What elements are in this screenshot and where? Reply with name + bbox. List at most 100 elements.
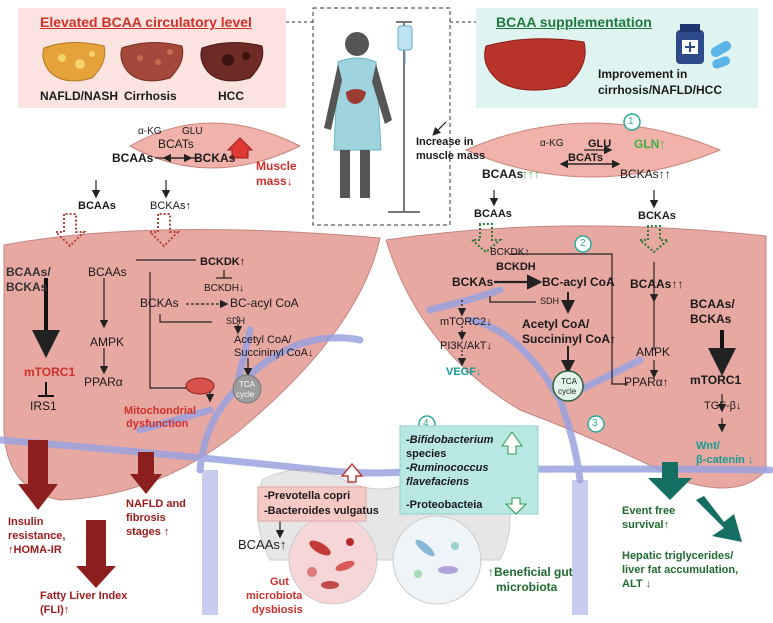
badge-1: 1: [628, 116, 634, 127]
left-muscle-shape: [128, 122, 302, 169]
event-free-label: Event free: [622, 505, 676, 517]
nafld-label-3: stages ↑: [126, 526, 170, 538]
liver-label-cirrhosis: Cirrhosis: [124, 89, 177, 103]
right-liver-arrows: [457, 253, 727, 433]
right-tca-cycle-icon: [552, 370, 584, 402]
left-tca-cycle-icon: [232, 374, 262, 404]
right-akg-label: α-KG: [540, 138, 564, 149]
left-liver-arrows: [99, 259, 253, 403]
right-bckdk: BCKDK↑: [490, 247, 530, 258]
muscle-mass-label-2: mass↓: [256, 174, 293, 188]
proteobacteia-label: -Proteobacteia: [406, 499, 483, 511]
left-liver-bckas: BCKAs: [140, 296, 179, 310]
hepatic-label-3: ALT ↓: [622, 578, 652, 590]
bifido-up-arrow-icon: [501, 431, 523, 455]
ruminococcus-label: -Ruminococcus: [406, 462, 489, 474]
right-succinyl: Succininyl CoA↑: [522, 332, 617, 346]
right-bc-acyl: BC-acyl CoA: [542, 275, 615, 289]
right-ampk: AMPK: [636, 345, 671, 359]
liver-label-hcc: HCC: [218, 89, 244, 103]
liver-hcc-icon: [200, 42, 264, 82]
right-gln-label: GLN↑: [634, 137, 666, 151]
gut-dysbiosis-label-2: microbiota: [246, 590, 303, 602]
right-mtorc2: mTORC2↓: [440, 316, 492, 328]
right-mtorc1: mTORC1: [690, 373, 742, 387]
right-muscle-arrows: [489, 145, 659, 209]
hepatic-label-2: liver fat accumulation,: [622, 564, 739, 576]
left-header-title: Elevated BCAA circulatory level: [40, 14, 252, 30]
iv-stand-icon: [388, 21, 420, 213]
right-pi3k: PI3K/AkT↓: [440, 340, 492, 352]
right-wnt: Wnt/: [696, 440, 720, 452]
insulin-label-2: resistance,: [8, 530, 66, 542]
insulin-label: Insulin: [8, 516, 44, 528]
right-acetyl: Acetyl CoA/: [522, 317, 590, 331]
muscle-mass-label: Muscle: [256, 159, 297, 173]
right-tca-label-2: cycle: [558, 387, 577, 396]
healthy-liver-icon: [484, 38, 586, 91]
improvement-label-2: cirrhosis/NAFLD/HCC: [598, 83, 723, 97]
insulin-outcome-arrow: [18, 440, 58, 510]
left-tca-label: TCA: [239, 380, 255, 389]
hepatic-outcome-arrow: [696, 496, 742, 542]
right-wnt-2: β-catenin ↓: [696, 454, 754, 466]
fli-label-2: (FLI)↑: [40, 604, 70, 616]
right-arrow-bckas: BCKAs: [638, 210, 676, 222]
bckas-up-arrow-icon: [226, 137, 254, 159]
right-liver-bcaas: BCAAs↑↑: [630, 277, 684, 291]
right-ppara: PPARα↑: [624, 375, 669, 389]
dysbiosis-microbes: [307, 538, 355, 589]
left-bc-acyl: BC-acyl CoA: [230, 296, 299, 310]
hepatic-label: Hepatic triglycerides/: [622, 550, 734, 562]
left-bcaas-bckas: BCAAs/: [6, 265, 51, 279]
fli-outcome-arrow: [76, 520, 116, 588]
left-mtorc1: mTORC1: [24, 365, 76, 379]
left-liver-shape: [3, 229, 381, 501]
right-muscle-bcaas-up: ↑↑↑: [522, 167, 540, 181]
right-liver-bckas: BCKAs: [452, 275, 494, 289]
insulin-label-3: ↑HOMA-IR: [8, 544, 62, 556]
muscle-increase-label-2: muscle mass: [416, 150, 486, 162]
flavefaciens-label: flavefaciens: [406, 476, 469, 488]
right-arrow-bcaas: BCAAs: [474, 208, 512, 220]
liver-cirrhosis-icon: [120, 42, 184, 82]
left-akg-label: α-KG: [138, 126, 162, 137]
improvement-label: Improvement in: [598, 67, 688, 81]
right-bcats-label: BCATs: [568, 152, 604, 164]
mitochondrion-icon: [185, 377, 215, 395]
nafld-label: NAFLD and: [126, 498, 186, 510]
liver-nafld-icon: [42, 42, 106, 82]
right-muscle-bcaas: BCAAs: [482, 167, 524, 181]
left-hollow-arrows: [53, 213, 181, 248]
left-bckdk: BCKDK↑: [200, 256, 246, 268]
mitochondrial-label-2: dysfunction: [126, 418, 189, 430]
left-glu-label: GLU: [182, 126, 203, 137]
beneficial-microbe-circle: [392, 515, 482, 605]
gut-dysbiosis-label-3: dysbiosis: [252, 604, 303, 616]
bacteroides-label: -Bacteroides vulgatus: [264, 505, 379, 517]
nafld-label-2: fibrosis: [126, 512, 166, 524]
left-sdh: SDH: [226, 316, 246, 326]
right-bcaas-bckas: BCAAs/: [690, 297, 735, 311]
large-vessels: [202, 470, 588, 615]
left-ampk: AMPK: [90, 335, 125, 349]
right-bckdh: BCKDH: [496, 261, 536, 273]
muscle-increase-label: Increase in: [416, 136, 474, 148]
left-ppara: PPARα: [84, 375, 123, 389]
fli-label: Fatty Liver Index: [40, 590, 128, 602]
left-bcats-label: BCATs: [158, 137, 194, 151]
left-irs1: IRS1: [30, 399, 57, 413]
proteo-down-arrow-icon: [504, 497, 528, 515]
nafld-outcome-arrow: [130, 452, 162, 494]
badge-3: 3: [592, 418, 598, 429]
right-bcaas-bckas-2: BCKAs: [690, 312, 732, 326]
prevotella-label: -Prevotella copri: [264, 490, 351, 502]
muscle-increase-arrow: [432, 121, 447, 136]
left-mtorc1-inhibit: [38, 382, 54, 397]
right-vegf: VEGF↓: [446, 366, 482, 378]
center-bcaas-up: BCAAs↑: [238, 537, 287, 552]
right-tca-label: TCA: [561, 377, 577, 386]
left-tca-label-2: cycle: [236, 390, 255, 399]
